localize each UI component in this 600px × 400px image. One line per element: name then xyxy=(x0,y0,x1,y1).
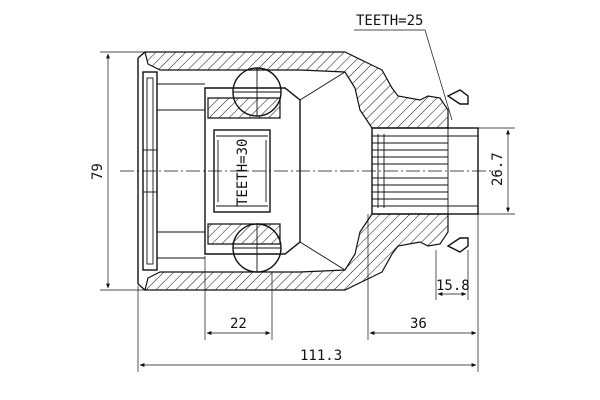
teeth-outer-callout: TEETH=25 xyxy=(354,13,453,121)
teeth-outer-label: TEETH=25 xyxy=(356,13,423,29)
dim-outer-diameter-label: 79 xyxy=(90,163,106,180)
dim-spline-diameter-label: 26.7 xyxy=(490,152,506,186)
dim-stem-short-label: 15.8 xyxy=(436,278,470,294)
dim-stem-short: 15.8 xyxy=(435,250,470,300)
dim-inner-width: 22 xyxy=(204,256,273,340)
lower-ball xyxy=(232,223,282,273)
dim-stem-length-label: 36 xyxy=(410,316,427,332)
dim-overall-length: 111.3 xyxy=(137,286,477,372)
dim-spline-diameter: 26.7 xyxy=(478,127,515,215)
housing-section xyxy=(137,51,449,291)
dim-inner-width-label: 22 xyxy=(230,316,247,332)
dim-stem-length: 36 xyxy=(367,214,479,372)
dim-overall-length-label: 111.3 xyxy=(300,348,342,364)
teeth-inner-label: TEETH=30 xyxy=(235,139,251,206)
upper-ball xyxy=(232,67,282,117)
dim-outer-diameter: 79 xyxy=(90,51,145,291)
